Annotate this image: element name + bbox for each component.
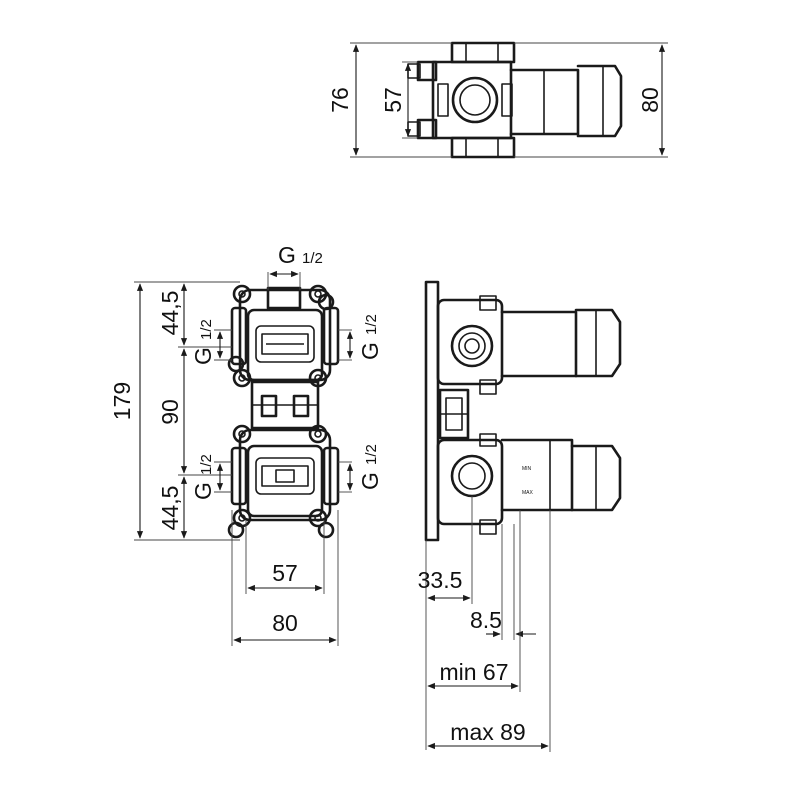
dim-76-label: 76 [327,87,353,113]
dim-57-top-label: 57 [380,87,406,113]
side-dim-max-89: max 89 [427,510,551,752]
dim-min-67-label: min 67 [439,659,508,685]
front-dim-44-5-bottom: 44,5 [157,476,188,539]
front-upper-module [227,284,340,388]
side-view: MIN MAX 33.5 8.5 min 67 max 89 [418,280,622,752]
g-left-bottom-fraction: 1/2 [198,454,215,475]
dim-80-top-label: 80 [637,87,663,113]
g-right-top-fraction: 1/2 [363,314,380,335]
dim-90-label: 90 [157,399,183,425]
g-right-bottom-fraction: 1/2 [363,444,380,465]
side-upper-body [436,295,622,395]
dim-33-5-label: 33.5 [418,567,463,593]
g-left-top-letter: G [190,347,216,365]
dim-44-5-bottom-label: 44,5 [157,486,183,531]
side-dim-8-5: 8.5 [470,524,536,640]
dim-80-front-label: 80 [272,610,298,636]
front-g-left-top: G 1/2 [190,319,232,365]
dim-57-front-label: 57 [272,560,298,586]
top-dim-80: 80 [514,42,668,158]
g-top-fraction: 1/2 [302,250,323,267]
g-left-top-fraction: 1/2 [198,319,215,340]
front-dim-80: 80 [231,510,339,646]
front-g-right-bottom: G 1/2 [338,444,383,493]
g-right-bottom-letter: G [357,472,383,490]
front-g-top: G 1/2 [267,242,323,290]
g-top-letter: G [278,242,296,268]
side-dim-33-5: 33.5 [418,496,473,750]
top-dim-76: 76 [327,42,452,158]
side-mounting-plate [424,280,440,542]
front-g-right-top: G 1/2 [338,314,383,361]
front-dim-57: 57 [245,520,325,594]
front-dim-90: 90 [157,348,232,476]
front-view: G 1/2 179 44,5 90 44,5 [109,242,383,646]
dim-44-5-top-label: 44,5 [157,291,183,336]
dim-8-5-label: 8.5 [470,607,502,633]
front-dim-44-5-top: 44,5 [157,283,232,348]
top-view-body [407,41,623,159]
g-right-top-letter: G [357,342,383,360]
top-dim-57: 57 [380,61,418,139]
dim-max-89-label: max 89 [450,719,525,745]
g-left-bottom-letter: G [190,482,216,500]
side-dim-min-67: min 67 [427,510,521,692]
side-min-label: MIN [522,466,532,472]
dim-179-label: 179 [109,382,135,420]
front-middle-joint [250,380,320,430]
front-dim-179: 179 [109,281,240,541]
side-middle [438,388,470,440]
front-g-left-bottom: G 1/2 [190,454,232,500]
side-max-label: MAX [522,490,534,496]
front-lower-module [227,424,340,539]
side-lower-body: MIN MAX [436,433,622,535]
top-view: 76 57 80 [327,41,668,159]
